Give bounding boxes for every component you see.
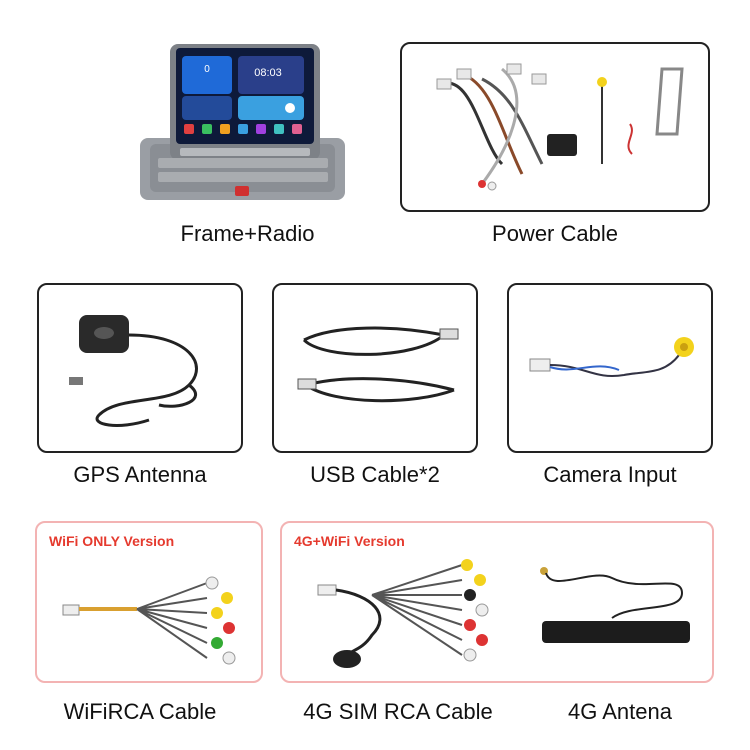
camera-input-caption: Camera Input [543, 462, 677, 487]
gps-antenna-box [37, 283, 243, 453]
wifi-rca-cable-caption: WiFiRCA Cable [63, 699, 217, 724]
screen-time: 08:03 [254, 67, 282, 79]
wifi-only-version-label: WiFi ONLY Version [49, 533, 175, 549]
frame-radio-caption: Frame+Radio [180, 221, 315, 246]
wifi-4g-version-box: 4G+WiFi Version [280, 521, 714, 683]
wifi-only-version-box: WiFi ONLY Version [35, 521, 263, 683]
sim-rca-cable-image [317, 559, 489, 668]
wifi-4g-version-label: 4G+WiFi Version [294, 533, 405, 549]
camera-input-box [507, 283, 713, 453]
gps-antenna-caption: GPS Antenna [73, 462, 207, 487]
gps-antenna-image [69, 315, 198, 427]
power-cable-box [400, 42, 710, 212]
usb-cable-image [297, 326, 459, 403]
power-cable-caption: Power Cable [492, 221, 618, 246]
sim-rca-cable-caption: 4G SIM RCA Cable [303, 699, 493, 724]
antenna-4g-caption: 4G Antena [568, 699, 672, 724]
power-cable-image [436, 63, 684, 191]
screen-speed: 0 [204, 64, 210, 75]
usb-cable-caption: USB Cable*2 [310, 462, 440, 487]
frame-radio-image: 08:03 0 [140, 44, 345, 200]
usb-cable-box [272, 283, 478, 453]
antenna-4g-image [540, 567, 690, 643]
camera-input-image [529, 337, 694, 377]
wifi-rca-cable-image [62, 576, 236, 665]
